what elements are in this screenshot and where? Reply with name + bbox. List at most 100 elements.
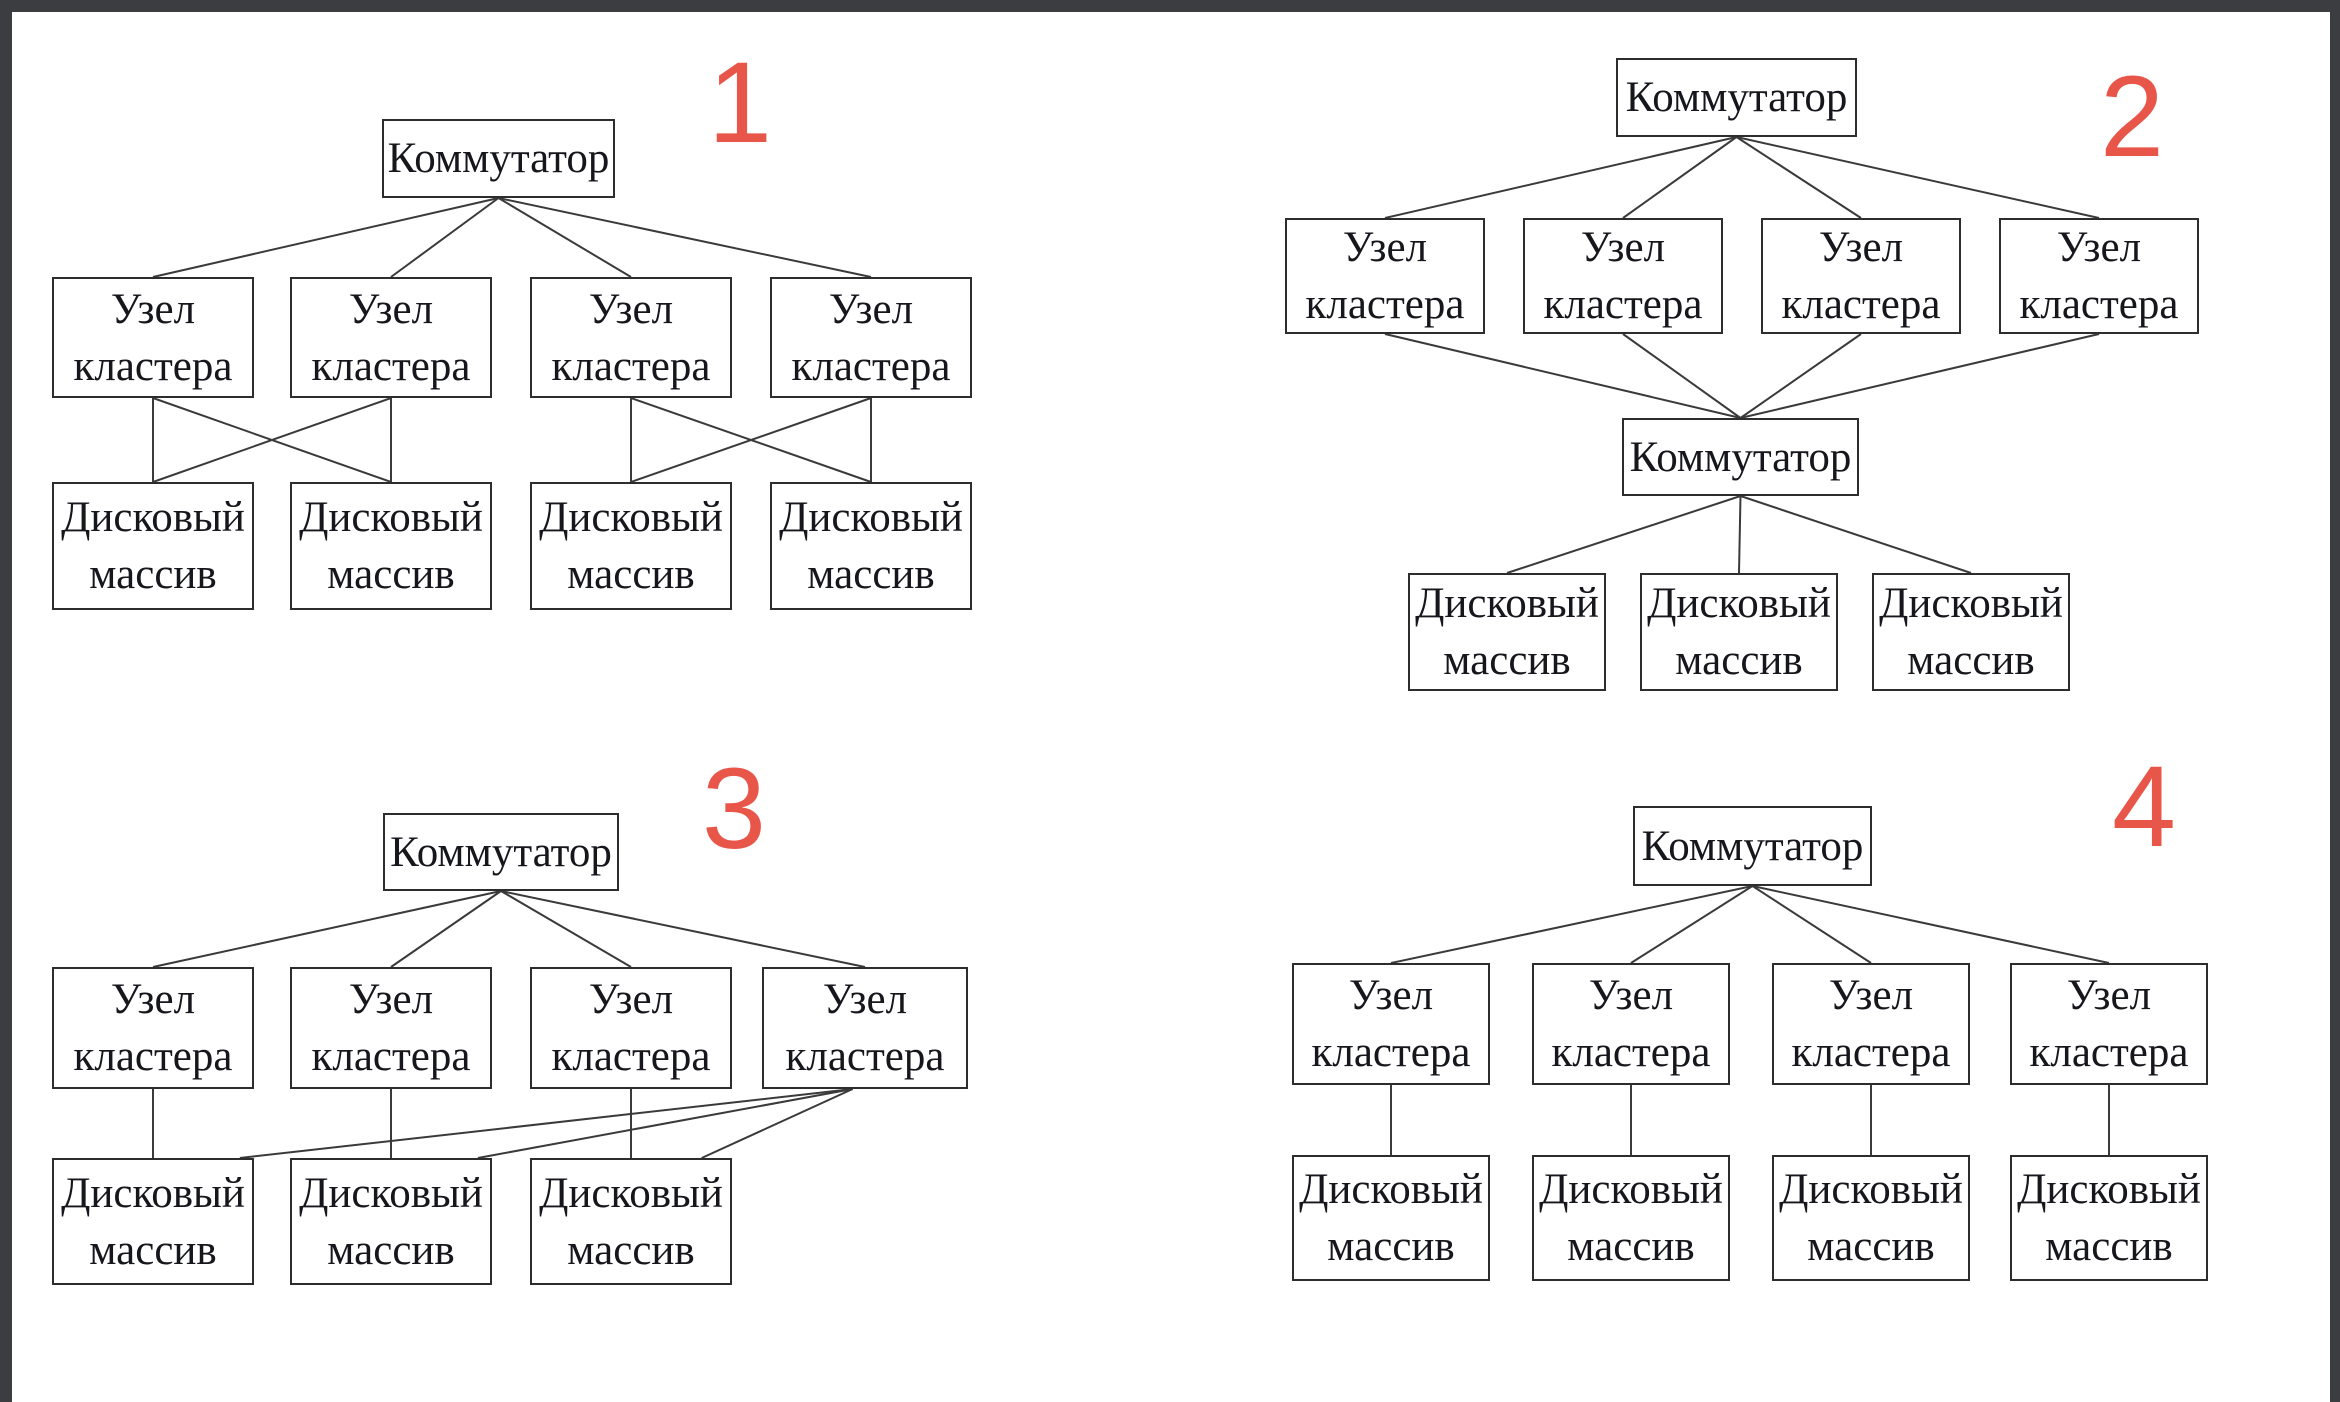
diagram2-node-box: Узел кластера — [1285, 218, 1485, 334]
diagram2-edge-sw1-n4 — [1736, 136, 2100, 219]
diagram2-disk-box: Дисковый массив — [1408, 573, 1606, 691]
node-label-line1: Узел — [1342, 224, 1428, 271]
diagram1-edge-sw-n1 — [152, 197, 499, 278]
node-label-line2: кластера — [1551, 1029, 1711, 1076]
diagram2-edge-sw2-k3 — [1740, 495, 1972, 574]
diagram3-edge-sw-n1 — [152, 890, 502, 968]
diagram1-edge-sw-n3 — [497, 197, 632, 278]
diagram1-switch-box: Коммутатор — [382, 119, 615, 198]
switch-label-line1: Коммутатор — [1641, 822, 1864, 870]
disk-label-line2: массив — [1327, 1223, 1455, 1270]
disk-label-line1: Дисковый — [2017, 1166, 2201, 1213]
diagram1-disk-box: Дисковый массив — [52, 482, 254, 610]
disk-label-line2: массив — [807, 551, 935, 598]
node-label-line1: Узел — [588, 285, 674, 333]
node-label-line2: кластера — [311, 342, 471, 390]
switch-label-line1: Коммутатор — [390, 828, 612, 876]
diagram4-disk-box: Дисковый массив — [2010, 1155, 2208, 1281]
disk-label-line2: массив — [89, 551, 217, 598]
disk-label-line1: Дисковый — [1879, 580, 2063, 627]
node-label-line1: Узел — [110, 976, 196, 1023]
node-label-line2: кластера — [551, 342, 711, 390]
diagram-number-3: 3 — [702, 745, 766, 873]
disk-label-line1: Дисковый — [1779, 1166, 1963, 1213]
disk-label-line2: массив — [1567, 1223, 1695, 1270]
disk-label-line1: Дисковый — [539, 1169, 723, 1217]
diagram4-edge-sw-n2 — [1630, 885, 1754, 964]
disk-label-line2: массив — [89, 1226, 217, 1274]
diagram1-edge-sw-n4 — [498, 197, 872, 278]
diagram2-edge-n3-sw2 — [1739, 333, 1862, 419]
window-border-left — [0, 0, 12, 1402]
node-label-line2: кластера — [1305, 281, 1465, 328]
diagram4-edge-sw-n1 — [1390, 885, 1753, 964]
diagram4-node-box: Узел кластера — [1772, 963, 1970, 1085]
diagram3-edge-sw-n3 — [500, 890, 632, 968]
node-label-line1: Узел — [588, 976, 674, 1023]
disk-label-line2: массив — [1807, 1223, 1935, 1270]
diagram1-disk-box: Дисковый массив — [290, 482, 492, 610]
diagram3-disk-box: Дисковый массив — [530, 1158, 732, 1285]
switch-label-line1: Коммутатор — [1625, 74, 1848, 121]
node-label-line1: Узел — [1348, 972, 1434, 1019]
node-label-line2: кластера — [1543, 281, 1703, 328]
diagram-number-1: 1 — [708, 39, 772, 167]
disk-label-line2: массив — [1675, 637, 1803, 684]
diagram2-edge-n2-sw2 — [1622, 333, 1742, 419]
disk-label-line1: Дисковый — [61, 1169, 245, 1217]
diagram3-switch-box: Коммутатор — [383, 813, 619, 891]
node-label-line1: Узел — [1580, 224, 1666, 271]
diagram1-edge-n4-k3 — [630, 397, 872, 483]
node-label-line2: кластера — [1781, 281, 1941, 328]
diagram2-switch-box: Коммутатор — [1616, 58, 1857, 137]
diagram2-edge-sw2-k1 — [1506, 495, 1741, 574]
diagram4-edge-sw-n4 — [1752, 885, 2110, 964]
diagram2-edge-n1-sw2 — [1384, 333, 1741, 419]
disk-label-line2: массив — [567, 1226, 695, 1274]
disk-label-line2: массив — [1907, 637, 2035, 684]
diagram1-edge-n2-k1 — [152, 397, 392, 483]
node-label-line1: Узел — [2066, 972, 2152, 1019]
disk-label-line1: Дисковый — [1647, 580, 1831, 627]
disk-label-line2: массив — [327, 551, 455, 598]
diagram4-node-box: Узел кластера — [1532, 963, 1730, 1085]
diagram2-node-box: Узел кластера — [1523, 218, 1723, 334]
disk-label-line1: Дисковый — [299, 494, 483, 541]
disk-label-line2: массив — [1443, 637, 1571, 684]
node-label-line1: Узел — [348, 976, 434, 1023]
diagram1-node-box: Узел кластера — [290, 277, 492, 398]
diagram2-edge-sw1-n3 — [1735, 136, 1862, 219]
diagram2-edge-sw2-k2 — [1738, 495, 1742, 574]
disk-label-line1: Дисковый — [61, 494, 245, 541]
node-label-line2: кластера — [551, 1033, 711, 1080]
diagram2-edge-sw1-n2 — [1622, 136, 1738, 219]
node-label-line1: Узел — [1828, 972, 1914, 1019]
diagram2-disk-box: Дисковый массив — [1640, 573, 1838, 691]
disk-label-line1: Дисковый — [779, 494, 963, 541]
disk-label-line1: Дисковый — [1415, 580, 1599, 627]
diagram3-edge-n4-k1 — [239, 1088, 853, 1159]
node-label-line1: Узел — [1588, 972, 1674, 1019]
diagram3-node-box: Узел кластера — [530, 967, 732, 1089]
node-label-line2: кластера — [1791, 1029, 1951, 1076]
disk-label-line2: массив — [2045, 1223, 2173, 1270]
node-label-line2: кластера — [73, 1033, 233, 1080]
switch-label-line1: Коммутатор — [387, 135, 610, 182]
diagram2-disk-box: Дисковый массив — [1872, 573, 2070, 691]
node-label-line2: кластера — [785, 1033, 945, 1080]
diagram-number-4: 4 — [2112, 743, 2176, 871]
diagram3-edge-sw-n4 — [500, 890, 866, 968]
node-label-line1: Узел — [348, 285, 434, 333]
disk-label-line2: массив — [567, 551, 695, 598]
node-label-line1: Узел — [110, 285, 196, 333]
window-border-top — [0, 0, 2340, 12]
